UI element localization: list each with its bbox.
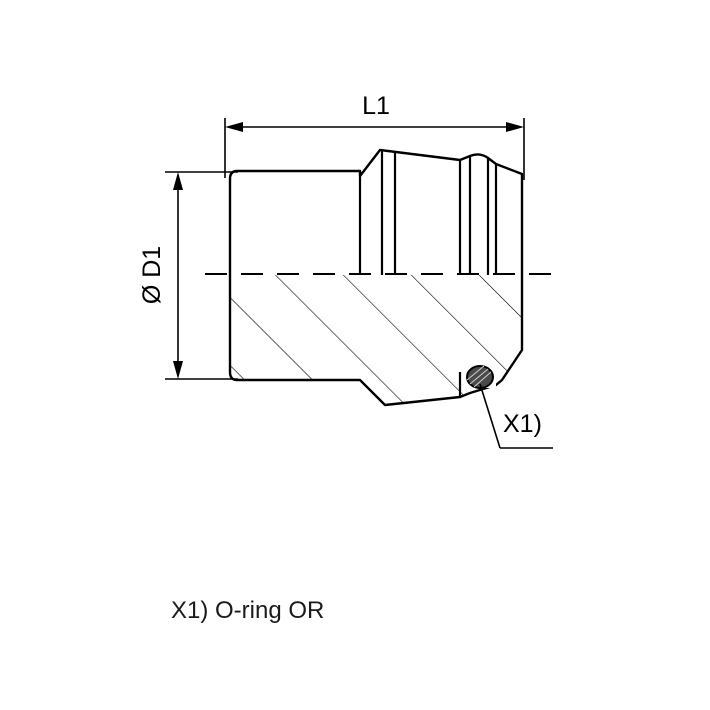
d1-label: Ø D1 — [138, 246, 166, 304]
dimension-l1 — [224, 118, 525, 180]
d1-arrow-top — [173, 172, 183, 190]
l1-arrow-left — [225, 122, 243, 132]
footnote-text: X1) O-ring OR — [171, 597, 325, 624]
d1-arrow-bottom — [173, 361, 183, 379]
x1-leader — [479, 383, 553, 449]
l1-label: L1 — [362, 92, 390, 120]
l1-arrow-right — [506, 122, 524, 132]
dimension-d1 — [165, 171, 238, 380]
profile-lines — [358, 150, 498, 275]
fitting-outline — [228, 148, 524, 407]
o-ring-icon — [462, 364, 496, 389]
section-boundaries — [458, 372, 462, 397]
x1-callout-label: X1) — [503, 410, 542, 438]
